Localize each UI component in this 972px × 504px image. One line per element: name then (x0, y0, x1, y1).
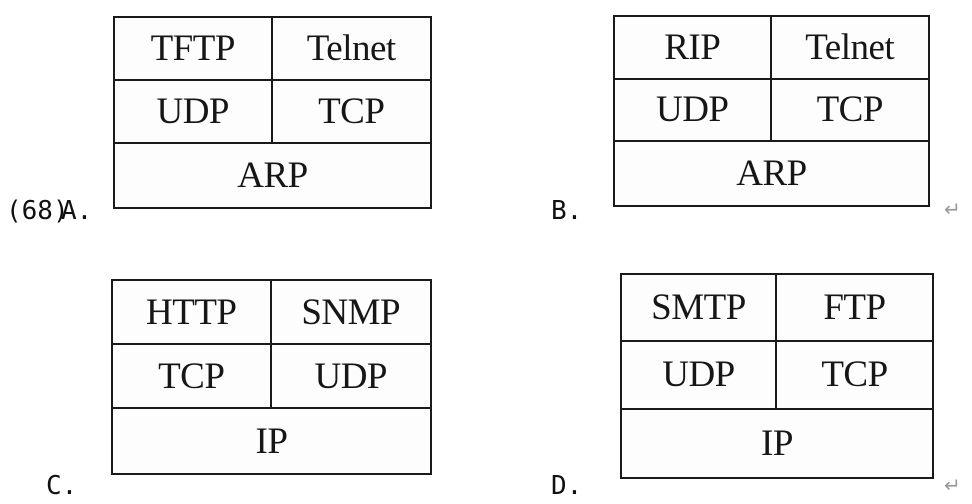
option-b-top-left-protocol: RIP (615, 17, 772, 80)
option-c-letter: C. (46, 471, 78, 501)
option-a-letter: A. (61, 196, 93, 226)
option-c-top-right-protocol: SNMP (271, 281, 430, 345)
paragraph-mark-icon: ↵ (944, 473, 961, 497)
question-number-label: (68) (6, 196, 69, 226)
option-a-middle-left-protocol: UDP (115, 81, 273, 144)
option-a-base-protocol: ARP (237, 155, 308, 196)
option-b-top-right-protocol: Telnet (771, 17, 928, 80)
option-c-protocol-stack: HTTP SNMP TCP UDP IP (111, 279, 432, 475)
option-d-top-left-protocol: SMTP (622, 275, 777, 343)
option-d-middle-right-protocol: TCP (777, 342, 932, 410)
option-b-letter: B. (551, 196, 583, 226)
option-d-top-right-protocol: FTP (777, 275, 932, 343)
option-d-letter: D. (551, 471, 583, 501)
option-a-top-left-protocol: TFTP (115, 18, 273, 81)
option-b-protocol-stack: RIP Telnet UDP TCP ARP (613, 15, 930, 207)
option-c-base-protocol: IP (255, 420, 288, 462)
option-c-top-left-protocol: HTTP (113, 281, 272, 345)
option-d-middle-left-protocol: UDP (622, 342, 777, 410)
option-a-middle-right-protocol: TCP (272, 81, 430, 144)
option-a-protocol-stack: TFTP Telnet UDP TCP ARP (113, 16, 432, 209)
option-d-protocol-stack: SMTP FTP UDP TCP IP (620, 273, 934, 479)
option-b-middle-right-protocol: TCP (771, 80, 928, 143)
option-c-middle-right-protocol: UDP (271, 345, 430, 409)
option-c-middle-left-protocol: TCP (113, 345, 272, 409)
option-b-base-protocol: ARP (736, 153, 807, 195)
paragraph-mark-icon: ↵ (944, 197, 961, 221)
option-a-top-right-protocol: Telnet (272, 18, 430, 81)
option-b-middle-left-protocol: UDP (615, 79, 772, 143)
option-d-base-protocol: IP (761, 422, 793, 464)
